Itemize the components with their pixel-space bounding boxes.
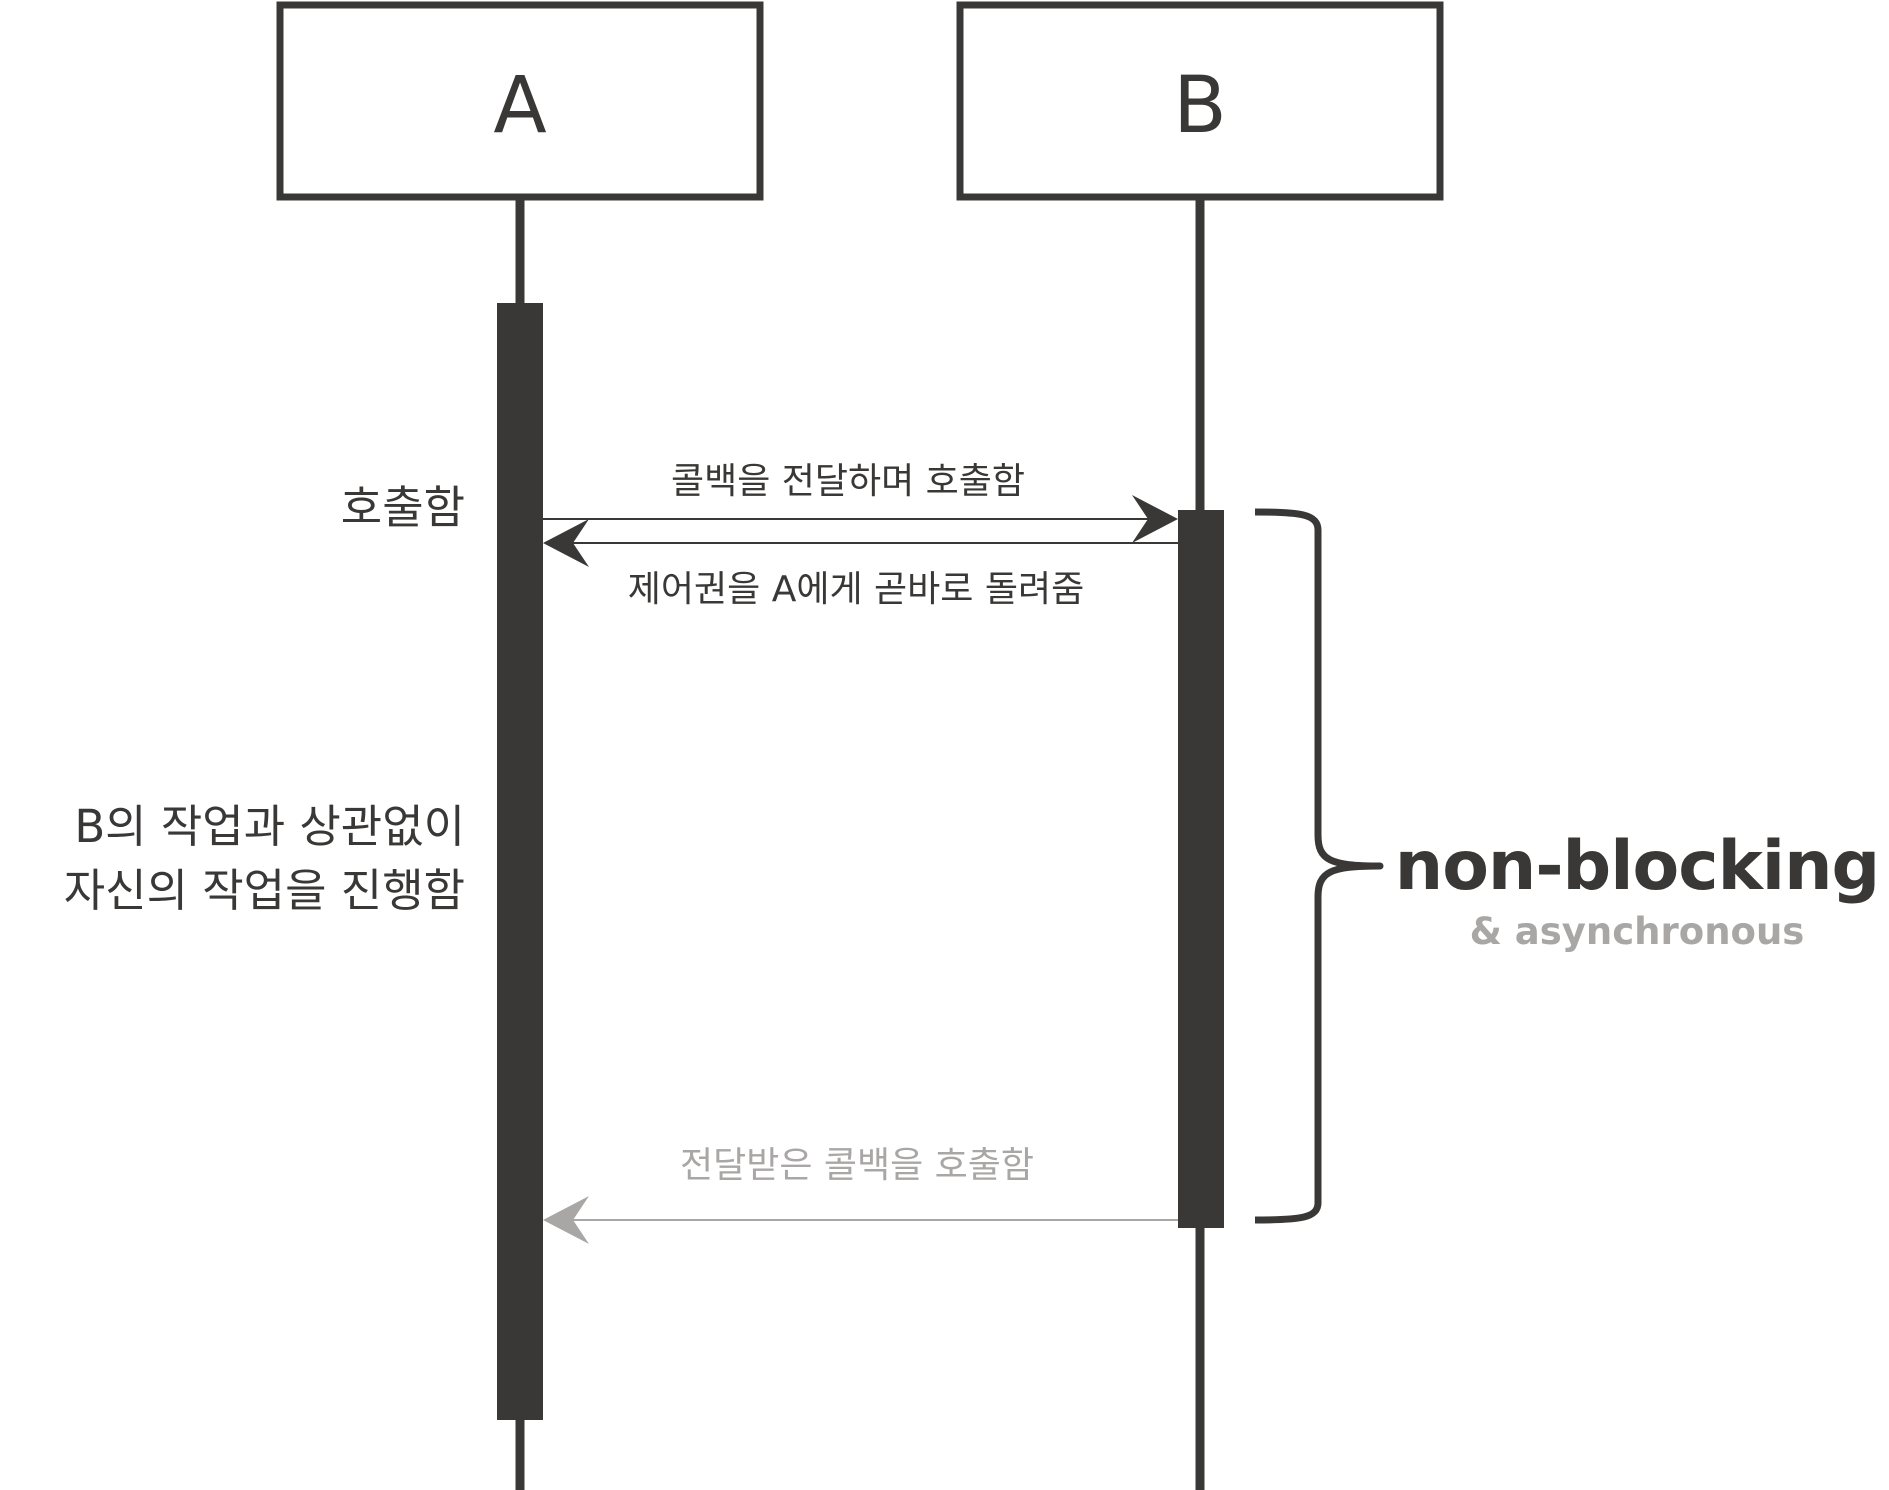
message-return-control-label: 제어권을 A에게 곧바로 돌려줌 [628,569,1084,610]
participant-b: B [956,1,1444,201]
note-a-works-line2: 자신의 작업을 진행함 [64,864,465,917]
message-return-control: 제어권을 A에게 곧바로 돌려줌 [543,519,1178,610]
message-invoke-callback-label: 전달받은 콜백을 호출함 [680,1145,1034,1186]
activation-bar-b [1178,510,1224,1228]
message-invoke-callback: 전달받은 콜백을 호출함 [543,1145,1178,1244]
annotation-title: non-blocking [1395,827,1879,906]
annotation-subtitle: & asynchronous [1470,910,1805,953]
participant-a-box [276,1,764,201]
activation-bar-a [497,303,543,1420]
curly-brace-icon [1254,508,1384,1224]
participant-b-label: B [1173,61,1227,151]
arrow-left-muted-icon [543,1196,589,1244]
participant-a: A [276,1,764,201]
participant-a-label: A [493,61,546,151]
arrow-right-icon [1132,495,1178,543]
note-a-calls: 호출함 [341,481,465,534]
participant-b-box [956,1,1444,201]
note-a-works-line1: B의 작업과 상관없이 [74,800,465,853]
message-call-with-callback-label: 콜백을 전달하며 호출함 [671,461,1025,502]
message-call-with-callback: 콜백을 전달하며 호출함 [543,461,1178,543]
arrow-left-icon [543,519,589,567]
